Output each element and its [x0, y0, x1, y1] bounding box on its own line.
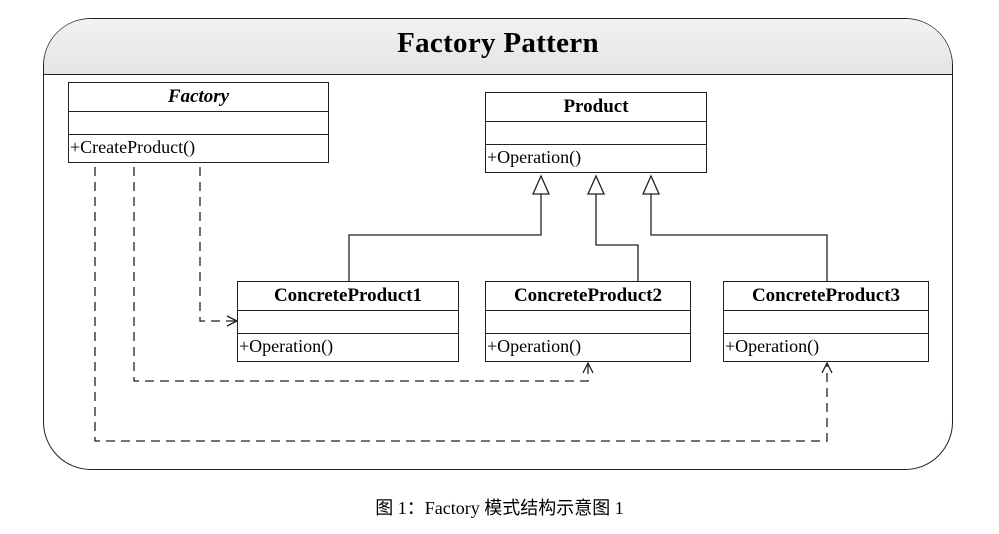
dependency-links	[94, 167, 827, 442]
figure-caption: 图 1：Factory 模式结构示意图 1	[375, 498, 624, 518]
generalization-line-cp1	[348, 194, 542, 281]
concrete-product-1-attributes	[238, 311, 458, 334]
concrete-product-2-name: ConcreteProduct2	[486, 282, 690, 311]
product-attributes	[486, 122, 706, 145]
factory-class: Factory +CreateProduct()	[68, 82, 329, 163]
frame-header: Factory Pattern	[44, 19, 952, 75]
product-class: Product +Operation()	[485, 92, 707, 173]
concrete-product-1-class: ConcreteProduct1 +Operation()	[237, 281, 459, 362]
concrete-product-2-class: ConcreteProduct2 +Operation()	[485, 281, 691, 362]
concrete-product-3-attributes	[724, 311, 928, 334]
inheritance-triangle-icon	[586, 174, 606, 195]
concrete-product-1-name: ConcreteProduct1	[238, 282, 458, 311]
generalization-links	[348, 194, 828, 281]
product-operation: +Operation()	[487, 147, 582, 167]
generalization-heads	[531, 174, 661, 195]
dependency-line-cp1	[199, 167, 237, 321]
concrete-product-3-operation: +Operation()	[725, 336, 820, 356]
generalization-line-cp3	[650, 194, 828, 281]
factory-operation: +CreateProduct()	[70, 137, 196, 157]
inheritance-triangle-icon	[531, 174, 551, 195]
concrete-product-2-operation: +Operation()	[487, 336, 582, 356]
concrete-product-1-operation: +Operation()	[239, 336, 334, 356]
concrete-product-3-name: ConcreteProduct3	[724, 282, 928, 311]
concrete-product-2-attributes	[486, 311, 690, 334]
product-class-name: Product	[486, 93, 706, 122]
dependency-line-cp3	[94, 167, 827, 442]
factory-class-name: Factory	[69, 83, 328, 112]
generalization-line-cp2	[595, 194, 639, 281]
concrete-product-3-class: ConcreteProduct3 +Operation()	[723, 281, 929, 362]
dependency-line-cp2	[133, 167, 588, 382]
diagram-title: Factory Pattern	[397, 27, 599, 59]
inheritance-triangle-icon	[641, 174, 661, 195]
factory-attributes	[69, 112, 328, 135]
